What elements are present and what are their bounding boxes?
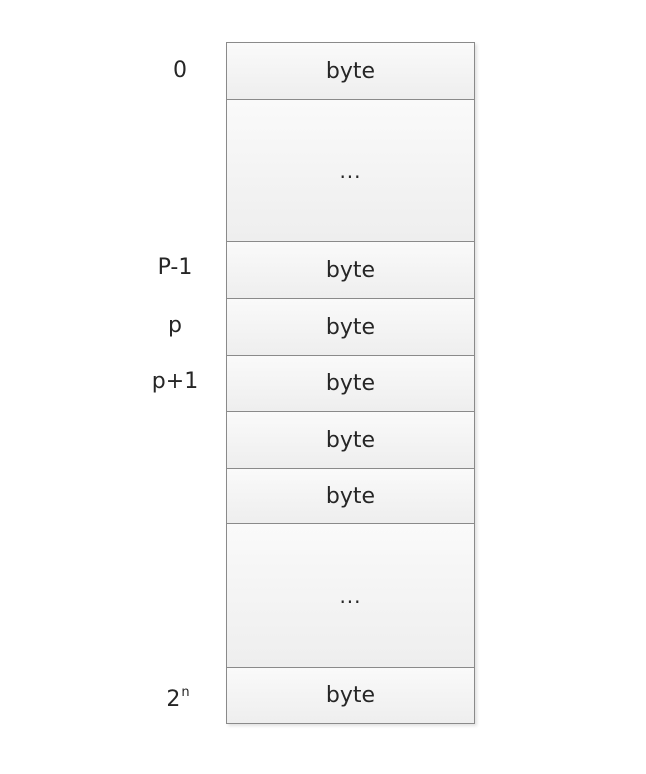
- memory-cell-0: byte: [227, 43, 474, 100]
- memory-cell-ellipsis-2: ...: [227, 524, 474, 668]
- memory-cell-p-plus-2: byte: [227, 412, 474, 469]
- address-exponent: n: [181, 685, 190, 700]
- memory-column: byte ... byte byte byte byte byte ... by…: [226, 42, 475, 724]
- address-p-plus-1: p+1: [151, 369, 199, 394]
- memory-cell-last: byte: [227, 668, 474, 723]
- address-p: p: [168, 313, 182, 338]
- address-p-minus-1: P-1: [157, 255, 193, 280]
- address-0: 0: [173, 58, 187, 83]
- memory-cell-p-plus-1: byte: [227, 356, 474, 412]
- memory-cell-ellipsis-1: ...: [227, 100, 474, 242]
- memory-cell-p-minus-1: byte: [227, 242, 474, 299]
- memory-cell-p: byte: [227, 299, 474, 356]
- address-2-pow-n: 2n: [128, 680, 228, 713]
- memory-cell-p-plus-3: byte: [227, 469, 474, 524]
- address-base: 2: [166, 687, 181, 712]
